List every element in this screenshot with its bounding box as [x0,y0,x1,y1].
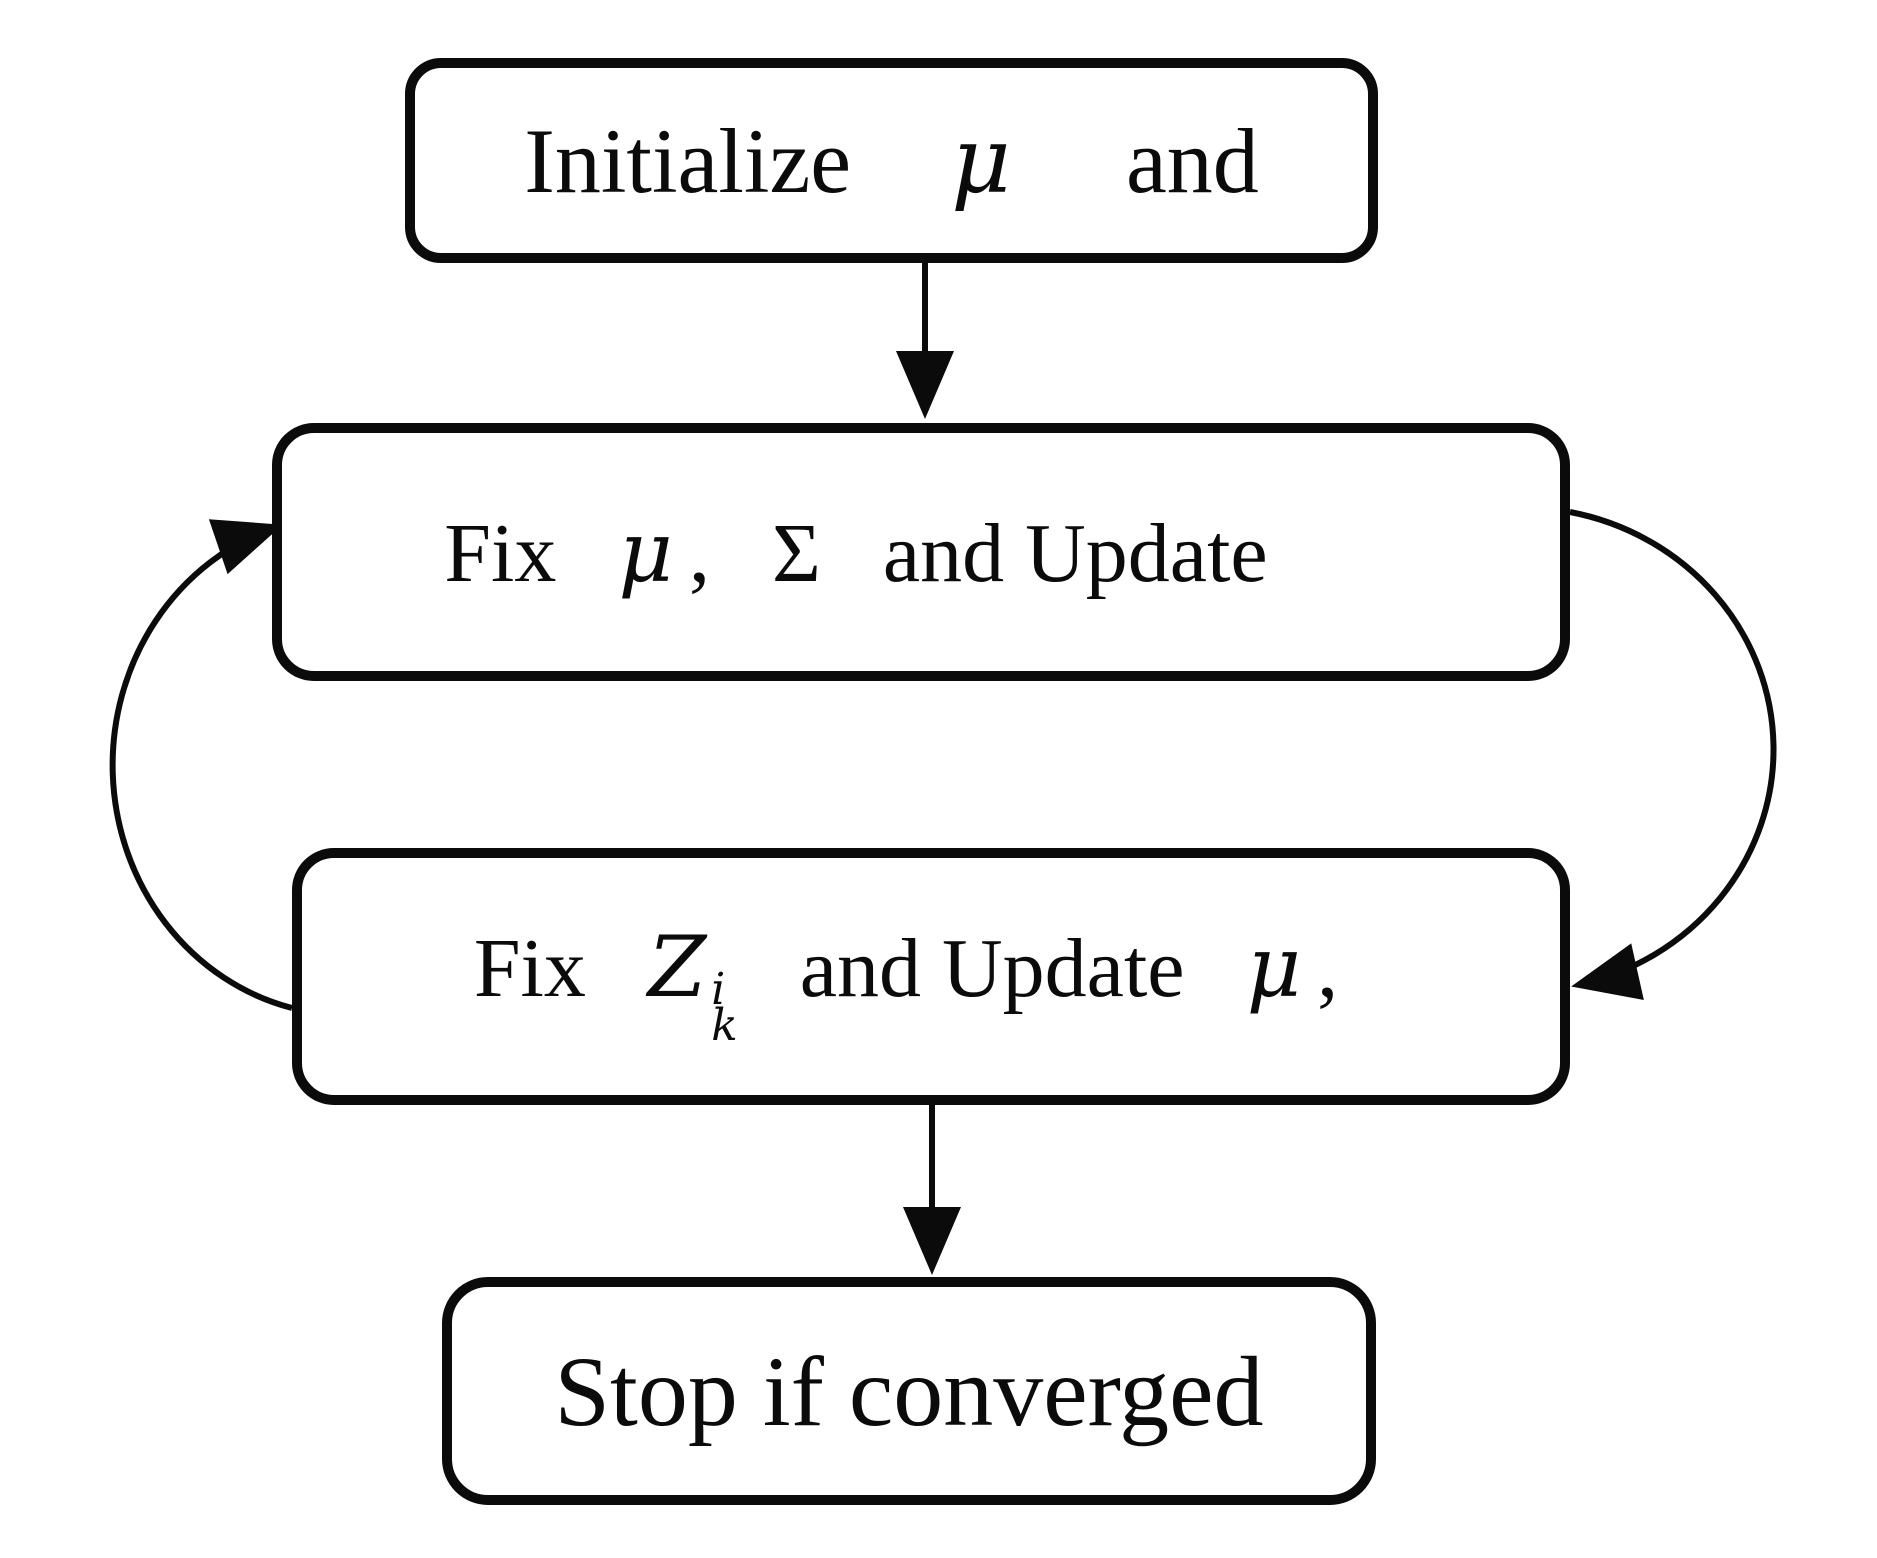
sigma-symbol: Σ [771,506,821,600]
and-update-label: and Update [799,921,1185,1015]
z-symbol: Z [647,917,707,1016]
z-superscript-i: i [711,963,726,1015]
flow-box-initialize-text: Initialize μ and [524,107,1259,214]
z-subscript-k: k [711,999,738,1051]
flow-box-fix-z-update-mu-text: Fix Z i k and Update μ , [473,917,1388,1047]
flow-box-fix-mu-sigma-update-text: Fix μ , Σ and Update [444,503,1397,602]
flow-box-stop-text: Stop if converged [554,1334,1263,1449]
loop-arrow-left-fixmu-to-fixz [109,519,293,1011]
loop-arrow-right-fixz-to-fixmu [1569,509,1777,1000]
and-update-label: and Update [882,506,1268,600]
flow-box-fix-z-update-mu: Fix Z i k and Update μ , [292,848,1570,1105]
flow-box-stop-if-converged: Stop if converged [442,1277,1376,1505]
flow-box-fix-mu-sigma-update: Fix μ , Σ and Update [272,423,1570,681]
z-superscript-subscript: i k [711,963,738,1051]
fix-label: Fix [444,506,557,600]
stop-if-converged-label: Stop if converged [554,1335,1264,1447]
comma: , [1317,921,1339,1015]
and-label: and [1125,110,1259,212]
fix-label: Fix [473,921,586,1015]
mu-symbol: μ [618,502,673,601]
initialize-label: Initialize [524,110,852,212]
comma: , [688,506,710,600]
mu-symbol: μ [1246,917,1302,1016]
flow-box-initialize: Initialize μ and [405,58,1378,263]
mu-symbol: μ [951,107,1011,214]
